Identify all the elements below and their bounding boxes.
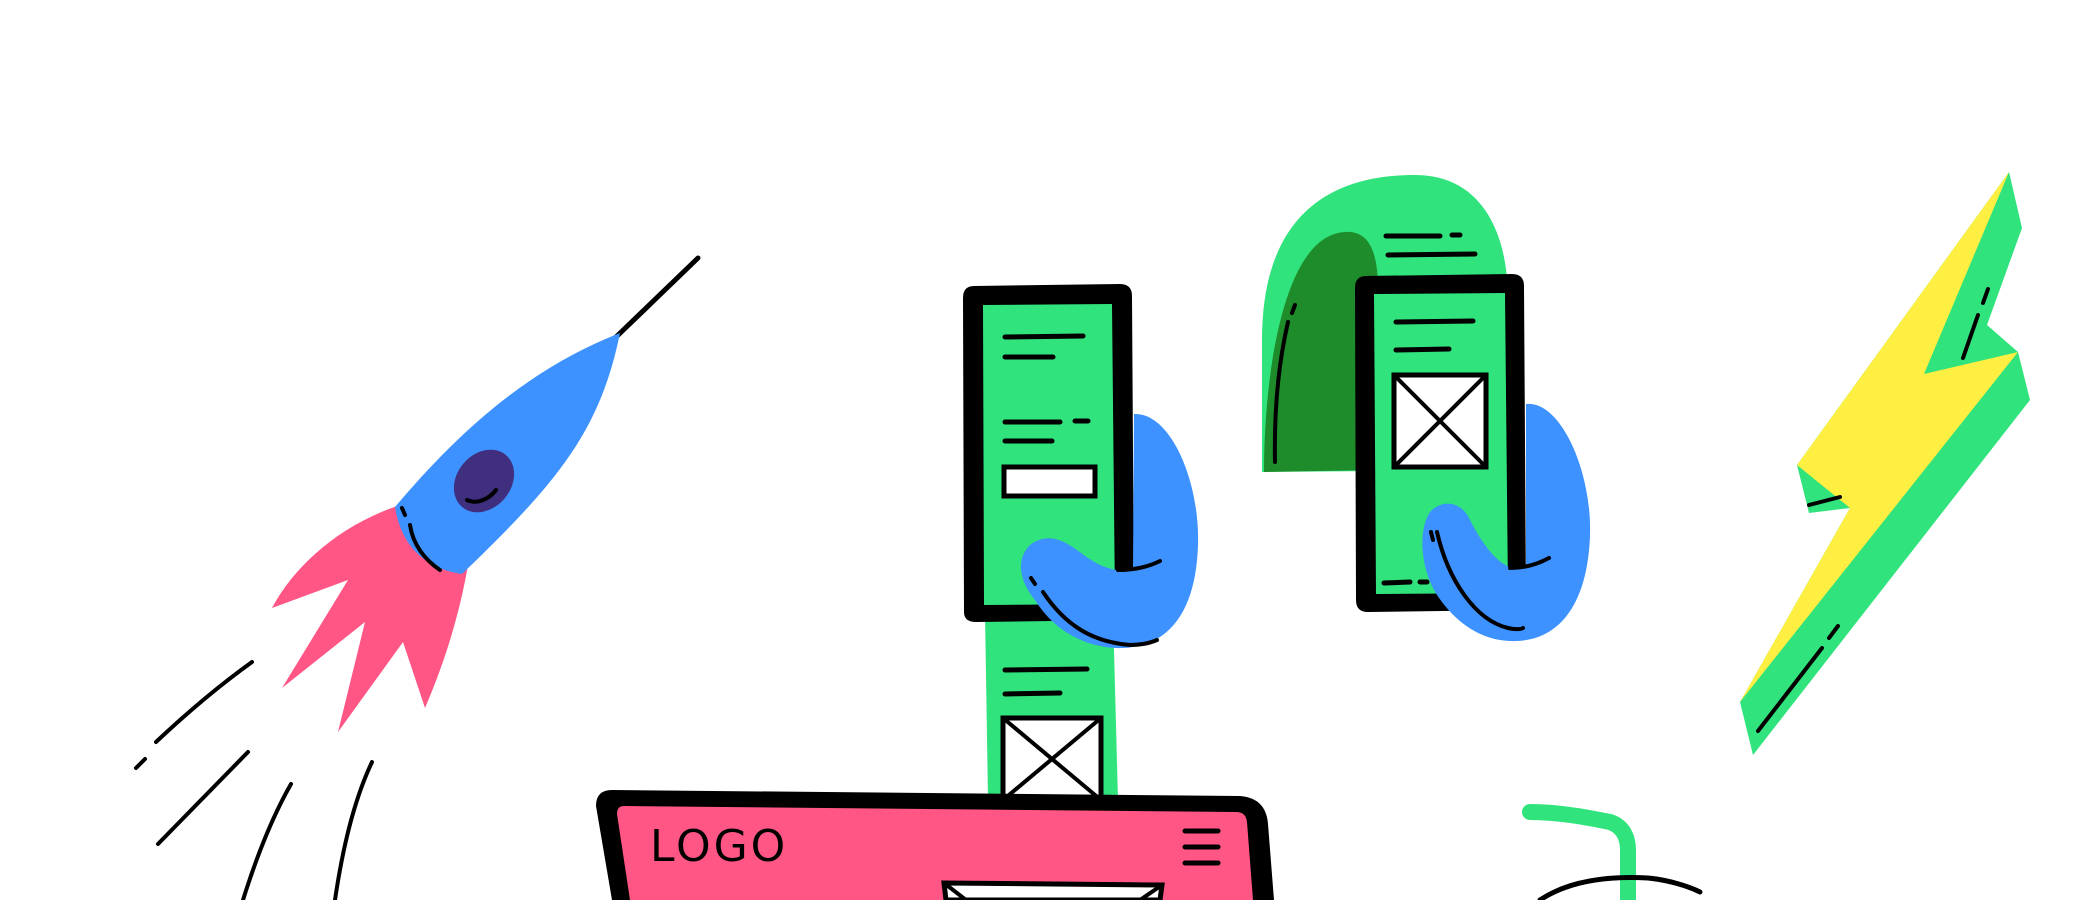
scroll-text-line bbox=[1002, 690, 1063, 697]
phone-in-hand-icon bbox=[1262, 175, 1591, 642]
rocket-body-dash bbox=[400, 506, 407, 517]
website-mockup: LOGO bbox=[596, 790, 1274, 900]
bubble-edge-dash bbox=[1290, 303, 1297, 315]
image-placeholder-icon bbox=[1000, 715, 1104, 803]
hand-palm bbox=[1422, 403, 1591, 642]
bubble-edge-line bbox=[1272, 320, 1290, 464]
screen-text-line bbox=[1393, 318, 1476, 325]
mouse-cable bbox=[1522, 804, 1636, 900]
rocket-window bbox=[453, 449, 515, 513]
screen-text-line bbox=[1393, 346, 1452, 353]
bubble-text-line bbox=[1385, 251, 1478, 258]
bolt-edge-line bbox=[1961, 313, 1980, 360]
rocket-flame bbox=[272, 505, 468, 732]
image-placeholder-icon bbox=[941, 880, 1165, 900]
speed-line bbox=[154, 660, 254, 744]
hand-finger-dash bbox=[1029, 576, 1037, 586]
hand-thumb-line bbox=[1116, 559, 1162, 572]
hand-finger-line bbox=[1041, 590, 1159, 648]
speed-line bbox=[156, 750, 250, 846]
hand-thumb-line bbox=[1508, 556, 1551, 570]
rocket-window-shine bbox=[465, 488, 498, 504]
logo-text: LOGO bbox=[650, 821, 788, 872]
bolt-edge-dash bbox=[1827, 624, 1840, 640]
speed-line bbox=[241, 782, 293, 900]
bolt-edge-line bbox=[1756, 646, 1824, 733]
screen-input-box bbox=[1001, 464, 1098, 499]
bolt-front-face bbox=[1740, 172, 2018, 702]
speed-dash bbox=[134, 757, 147, 770]
rocket-trail-line bbox=[612, 255, 701, 341]
hand-finger-dash bbox=[1429, 530, 1435, 542]
phone-in-hand-icon bbox=[963, 284, 1199, 803]
screen-text-line bbox=[1381, 579, 1413, 586]
lightning-bolt-icon bbox=[1740, 172, 2030, 755]
browser-page bbox=[617, 806, 1253, 900]
scroll-text-line bbox=[1002, 666, 1090, 673]
screen-text-line bbox=[1002, 333, 1086, 340]
image-placeholder-icon bbox=[1391, 372, 1489, 470]
mouse-cable-icon bbox=[1522, 804, 1703, 900]
rocket-body bbox=[395, 333, 620, 574]
mouse-outline bbox=[1537, 875, 1703, 900]
rocket-icon bbox=[134, 255, 701, 900]
rocket-body-line bbox=[408, 523, 442, 572]
speech-bubble-shadow bbox=[1264, 231, 1378, 472]
hand-finger-line bbox=[1435, 530, 1525, 632]
hamburger-menu-icon bbox=[1182, 828, 1221, 866]
bolt-edge-line bbox=[1807, 495, 1842, 507]
hand-palm bbox=[1020, 413, 1199, 649]
phone-screen bbox=[983, 304, 1115, 605]
bolt-edge-dash bbox=[1981, 287, 1990, 305]
speed-line bbox=[333, 760, 374, 900]
